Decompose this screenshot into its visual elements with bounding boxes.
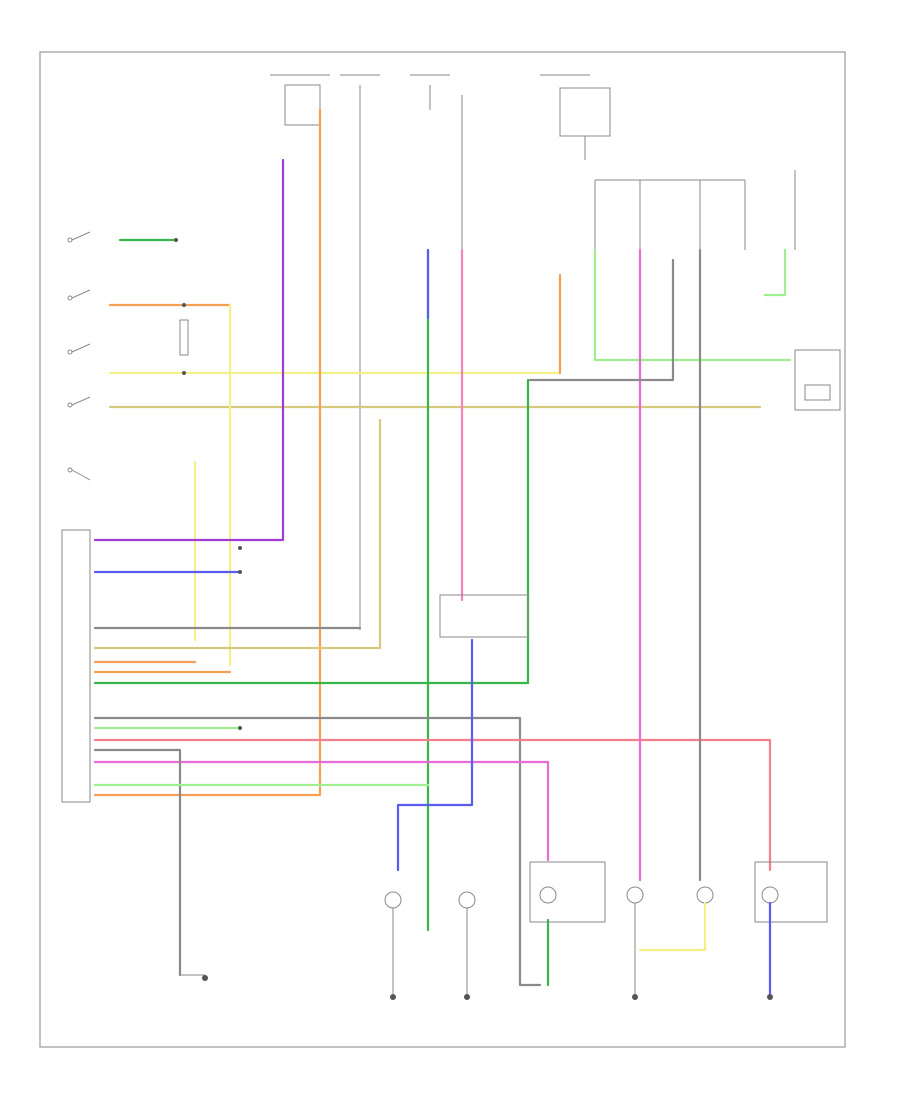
- lamp-3: [539, 886, 557, 904]
- control-module-box: [61, 529, 91, 803]
- switch-5-contact: [67, 467, 73, 473]
- ground-icon: [390, 994, 396, 1000]
- lamp-5: [696, 886, 714, 904]
- wire-gray-ground: [93, 748, 182, 977]
- wire-magenta-lower: [93, 760, 550, 862]
- ground-icon: [202, 975, 208, 981]
- wire-orange-long: [93, 108, 322, 797]
- switch-1-arm: [71, 231, 91, 241]
- switch-4-arm: [71, 396, 91, 406]
- switch-2-arm: [71, 289, 91, 299]
- ground-icon: [767, 994, 773, 1000]
- ground-lead-5: [638, 901, 707, 952]
- left-switch-stack: [67, 231, 189, 481]
- top-power-sources: [270, 74, 796, 630]
- fuse-block-left: [284, 84, 321, 126]
- lamp-1: [384, 891, 402, 909]
- ground-icon: [464, 994, 470, 1000]
- resistor: [179, 319, 189, 356]
- connector-dot: [174, 238, 178, 242]
- connector-dots: [174, 238, 242, 730]
- lamp-housing-right: [754, 861, 828, 923]
- relay-box: [559, 87, 611, 137]
- connector-dot: [182, 371, 186, 375]
- wire-gray-lower: [93, 716, 542, 987]
- lamp-housing-left: [529, 861, 606, 923]
- lamp-row: [384, 861, 828, 923]
- lamp-2: [458, 891, 476, 909]
- wire-red-right: [93, 738, 772, 872]
- switch-1-contact: [67, 237, 73, 243]
- right-connector-plug: [804, 384, 831, 401]
- switch-4-contact: [67, 402, 73, 408]
- right-connector: [794, 349, 841, 411]
- diagram-border: [39, 51, 846, 1048]
- switch-3-contact: [67, 349, 73, 355]
- connector-dot: [238, 546, 242, 550]
- ground-symbols: [202, 975, 773, 1000]
- wire-tan-module: [93, 418, 382, 650]
- wire-blue-lower: [396, 638, 474, 872]
- switch-3-arm: [71, 343, 91, 353]
- connector-dot: [238, 570, 242, 574]
- connector-dot: [182, 303, 186, 307]
- wire-lightgreen-right: [593, 248, 792, 362]
- wire-harness: [93, 108, 792, 987]
- connector-dot: [238, 726, 242, 730]
- wire-green-long: [93, 378, 530, 685]
- ground-leads: [180, 901, 772, 997]
- ground-icon: [632, 994, 638, 1000]
- switch-5-arm: [71, 469, 91, 481]
- wire-purple-main: [93, 158, 285, 542]
- lamp-6: [761, 886, 779, 904]
- wire-gray-cross: [528, 258, 675, 382]
- lamp-4: [626, 886, 644, 904]
- wire-lightgreen-stub: [763, 248, 787, 297]
- center-relay-box: [439, 594, 529, 638]
- switch-2-contact: [67, 295, 73, 301]
